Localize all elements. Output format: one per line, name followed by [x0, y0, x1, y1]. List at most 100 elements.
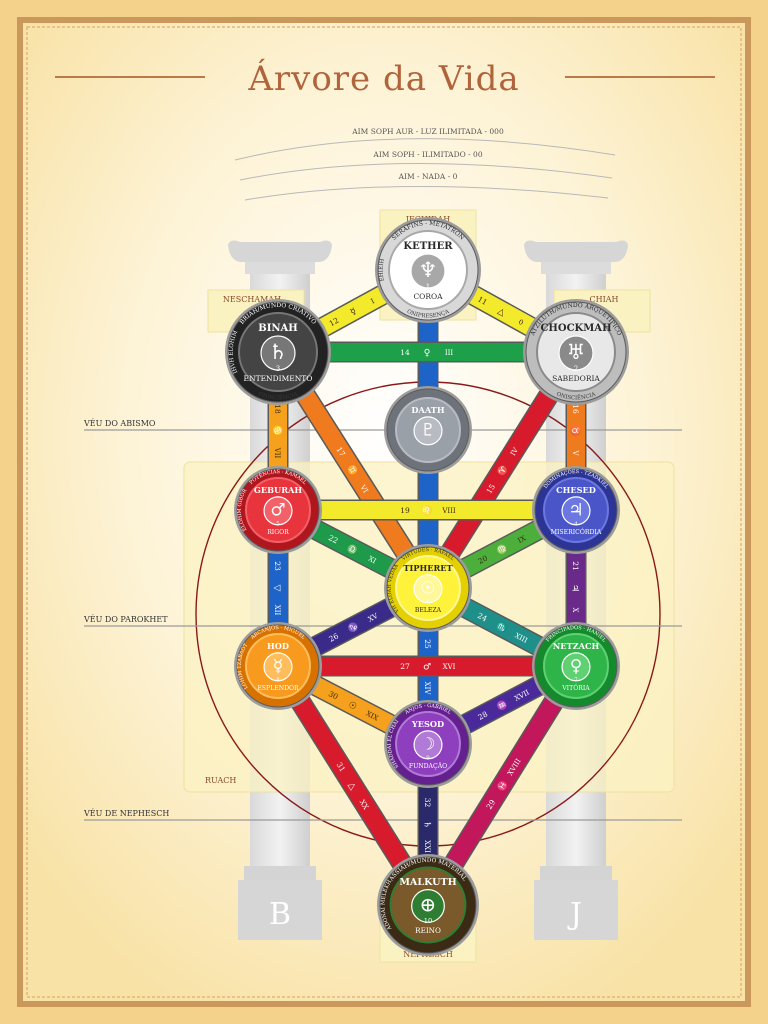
path-roman: IX [517, 534, 528, 545]
label-neschamah: NESCHAMAH [223, 295, 281, 304]
planet-icon: ☽ [420, 735, 435, 755]
sephirah-name: YESOD [411, 719, 444, 729]
sephirah-virtue: ENTENDIMENTO [244, 374, 313, 383]
path-sign: ▽ [272, 585, 282, 592]
path-27: 27♂XVI [278, 655, 576, 677]
sephirah-core [413, 416, 443, 446]
sephirah-core [413, 730, 443, 760]
sephirah-core [561, 496, 591, 526]
path-number: 20 [476, 553, 489, 566]
path-roman: V [571, 449, 579, 456]
sephirah-divine-name: ELOHIM GIBOR [237, 488, 249, 532]
sephirah-name: HOD [267, 641, 289, 651]
path-number: 31 [335, 761, 348, 774]
sephirah-core [410, 253, 446, 289]
sephirah-number: 5 [276, 522, 280, 528]
path-19: 19♌VIII [278, 499, 576, 521]
sephirah-core [260, 335, 296, 371]
sephirah-core [411, 889, 445, 923]
path-number: 24 [476, 611, 489, 624]
sephirah-name: MALKUTH [399, 877, 456, 888]
sephirah-name: GEBURAH [254, 485, 302, 495]
path-number: 15 [484, 482, 497, 495]
sephirah-virtue: FUNDAÇÃO [409, 762, 447, 770]
pillar-letter-j: J [567, 897, 582, 932]
sephirah-divine-name: EHIEIH [379, 258, 386, 282]
sephirah-virtue: VITÓRIA [561, 684, 590, 692]
planet-icon: ♃ [568, 501, 583, 521]
path-labels: 19♌VIII [400, 505, 456, 517]
path-roman: I [370, 297, 376, 305]
planet-icon: ♇ [420, 421, 435, 441]
sephirah-virtue: BELEZA [415, 607, 442, 614]
veil-label-abismo: VÉU DO ABISMO [83, 419, 156, 428]
sephirah-virtue: MISERICÓRDIA [551, 528, 602, 536]
sephirah-divine-name: IHVH ELOHIM [229, 330, 240, 375]
sephirah-number: 6 [426, 600, 430, 606]
path-labels: 31△XX [335, 761, 370, 811]
sephirah-daath: DAATH ♇ [384, 386, 472, 474]
sephirah-core [263, 496, 293, 526]
path-roman: III [445, 349, 454, 357]
path-roman: X [571, 608, 579, 613]
path-number: 21 [571, 561, 580, 571]
path-sign: △ [346, 781, 358, 792]
path-number: 32 [423, 798, 432, 808]
path-number: 11 [476, 295, 489, 307]
path-number: 27 [400, 662, 410, 671]
planet-icon: ♆ [419, 258, 438, 282]
path-roman: VI [358, 483, 370, 495]
sephirah-arc-bottom: ONIPRESENÇA [406, 308, 451, 319]
sephirah-chesed: DOMINAÇÕES - TZADKIELCHESED♃4MISERICÓRDI… [532, 466, 620, 554]
path-labels: 16 ♉ V [570, 404, 582, 456]
veil-label-parokhet: VÉU DO PAROKHET [83, 615, 168, 624]
pillar-letter-b: B [269, 897, 291, 932]
path-sign: ♉ [570, 425, 582, 436]
planet-icon: ⊕ [420, 893, 437, 917]
sephirah-core [263, 652, 293, 682]
sephirah-arc-bottom: ONISCIÊNCIA [555, 391, 597, 401]
path-number: 16 [571, 404, 580, 414]
planet-icon: ☿ [273, 657, 284, 677]
sephirah-core [561, 652, 591, 682]
path-roman: VII [273, 447, 281, 459]
sephirah-binah: BRIAH/MUNDO CRIATIVOBINAH♄3ENTENDIMENTOI… [225, 299, 331, 405]
label-chiah: CHIAH [589, 295, 618, 304]
path-sign: ♂ [423, 663, 431, 673]
sephirah-virtue: SABEDORIA [552, 374, 600, 383]
path-labels: 18♋VII [272, 404, 284, 458]
path-number: 29 [485, 798, 498, 811]
path-sign: ♄ [422, 820, 432, 828]
veil-label-nephesch: VÉU DE NEPHESCH [83, 809, 169, 818]
path-number: 30 [327, 689, 340, 701]
path-labels: 14♀III [400, 348, 453, 359]
sephirah-core [558, 335, 594, 371]
path-sign: ♀ [424, 349, 431, 359]
path-labels: 21♃X [570, 561, 581, 612]
path-roman: XII [273, 605, 281, 616]
sephirah-kether: SERAFINS - METATRONKETHER♆1COROAEHIEIHON… [375, 217, 481, 323]
sephirah-chockmah: ATZILUTH/MUNDO ARQUETÍPICOCHOCKMAH♅2SABE… [523, 299, 629, 405]
planet-icon: ♂ [270, 501, 285, 521]
sephirah-virtue: REINO [415, 926, 441, 935]
sephirah-virtue: COROA [413, 292, 443, 301]
sephirah-name: KETHER [403, 241, 453, 252]
path-number: 17 [334, 445, 347, 458]
poster-title: Árvore da Vida [247, 58, 519, 99]
sephirah-name: BINAH [258, 323, 297, 334]
label-ruach: RUACH [205, 776, 236, 785]
path-number: 12 [328, 316, 341, 329]
path-roman: XXI [423, 840, 431, 853]
sephirah-number: 8 [276, 678, 280, 684]
negative-veils: AIM SOPH AUR - LUZ ILIMITADA - 000 AIM S… [234, 127, 616, 201]
sephirah-number: 7 [574, 678, 578, 684]
planet-icon: ☉ [420, 579, 435, 599]
path-number: 23 [273, 561, 282, 571]
poster-inner-frame [26, 26, 742, 998]
sephirah-name: DAATH [411, 405, 444, 415]
path-sign: ☿ [349, 307, 359, 318]
path-number: 26 [327, 631, 340, 643]
